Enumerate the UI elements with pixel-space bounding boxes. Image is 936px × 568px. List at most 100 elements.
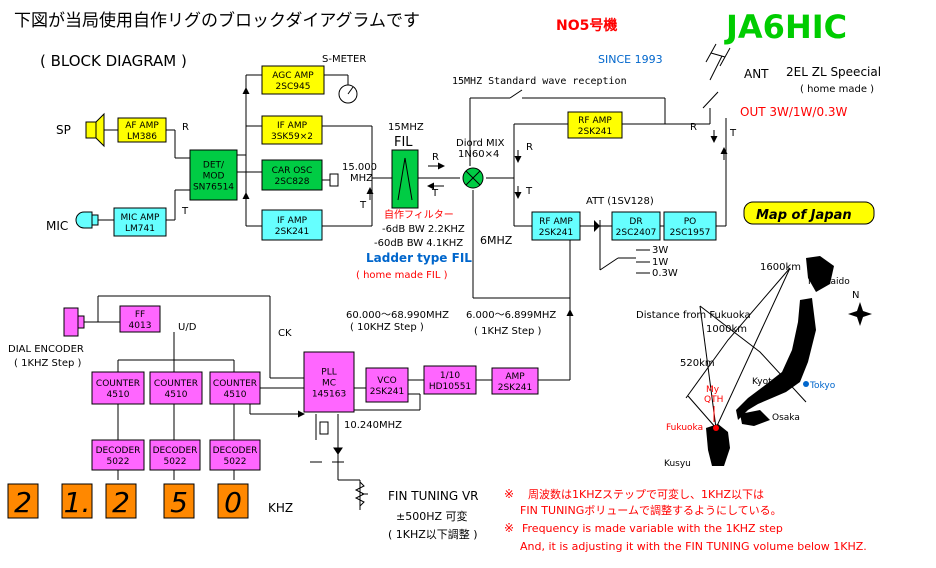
crystal-unit: MHZ xyxy=(350,173,373,184)
display-digit: 0 xyxy=(217,483,249,519)
power-03w: 0.3W xyxy=(652,268,678,279)
fin-range: ±500HZ 可変 xyxy=(396,509,468,523)
transmit-marker: T xyxy=(431,188,439,199)
counter1-line-1: COUNTER xyxy=(96,379,140,389)
ud-label: U/D xyxy=(178,322,197,333)
map-1600: 1600km xyxy=(760,262,801,273)
att-diode-icon xyxy=(594,220,601,232)
counter2-line-2: 4510 xyxy=(165,390,188,400)
decoder3-line-2: 5022 xyxy=(224,457,247,467)
amp-line-2: 2SK241 xyxy=(498,383,533,393)
rfamp1-line-1: RF AMP xyxy=(578,116,612,126)
subtitle: ( BLOCK DIAGRAM ) xyxy=(40,52,187,70)
decoder2-line-1: DECODER xyxy=(153,446,198,456)
ifamp2-line-1: IF AMP xyxy=(277,216,308,226)
decoder1-line-2: 5022 xyxy=(107,457,130,467)
speaker-label: SP xyxy=(56,123,71,137)
model-label: NO5号機 xyxy=(556,17,617,34)
display-digit-text: 0 xyxy=(224,486,242,519)
std-wave-switch xyxy=(509,89,523,99)
transmit-marker: T xyxy=(525,186,533,197)
det-line-3: SN76514 xyxy=(193,183,234,193)
po-line-1: PO xyxy=(684,217,697,227)
receive-marker: R xyxy=(690,122,697,133)
ff-line-2: 4013 xyxy=(129,321,152,331)
vco-line-1: VCO xyxy=(377,376,397,386)
map-520: 520km xyxy=(680,358,715,369)
map-hokkaido: Hokkaido xyxy=(808,277,850,287)
fin-adjust: ( 1KHZ以下調整 ) xyxy=(388,527,478,541)
fin-tuning-label: FIN TUNING VR xyxy=(388,489,479,503)
receive-marker: R xyxy=(526,142,533,153)
crystal-icon xyxy=(322,173,339,187)
counter3-line-1: COUNTER xyxy=(213,379,257,389)
map-title-badge[interactable] xyxy=(743,201,875,225)
map-kyoto: Kyoto xyxy=(752,377,778,387)
decoder3-line-1: DECODER xyxy=(213,446,258,456)
signal-arrows xyxy=(242,87,728,418)
amp-line-1: AMP xyxy=(505,372,525,382)
map-distance-title: Distance from Fukuoka xyxy=(636,310,751,321)
agc-line-1: AGC AMP xyxy=(272,71,314,81)
det-line-2: MOD xyxy=(203,172,225,182)
display-digit: 1. xyxy=(61,483,93,519)
s-meter-icon xyxy=(338,84,358,104)
dial-label: DIAL ENCODER xyxy=(8,344,84,355)
compass-north-icon xyxy=(848,302,872,326)
filter-bw2: -60dB BW 4.1KHZ xyxy=(374,238,463,249)
map-title[interactable]: Map of Japan xyxy=(756,208,852,223)
po-line-2: 2SC1957 xyxy=(670,228,711,238)
mixer-parts: 1N60×4 xyxy=(458,149,499,160)
map-myqth-2: QTH xyxy=(704,395,723,405)
counter2-line-1: COUNTER xyxy=(154,379,198,389)
ladder-filter xyxy=(391,149,419,209)
filter-bw1: -6dB BW 2.2KHZ xyxy=(382,224,465,235)
counter3-line-2: 4510 xyxy=(224,390,247,400)
div-line-2: HD10551 xyxy=(429,382,471,392)
compass-n: N xyxy=(852,290,859,301)
dr-line-1: DR xyxy=(629,217,642,227)
vco-line-2: 2SK241 xyxy=(370,387,405,397)
ladder-label: Ladder type FIL xyxy=(366,251,472,265)
note-en-2: And, it is adjusting it with the FIN TUN… xyxy=(520,540,867,553)
note-en-1: Frequency is made variable with the 1KHZ… xyxy=(522,522,783,535)
rfamp2-line-2: 2SK241 xyxy=(539,228,574,238)
note-mark-1: ※ xyxy=(504,487,514,501)
rfamp1-line-2: 2SK241 xyxy=(578,127,613,137)
display-digit-text: 1. xyxy=(64,486,91,519)
vco-step: ( 10KHZ Step ) xyxy=(350,322,424,333)
counter1-line-2: 4510 xyxy=(107,390,130,400)
receive-marker: R xyxy=(432,152,439,163)
mixer-icon xyxy=(462,167,484,189)
rfamp2-line-1: RF AMP xyxy=(539,217,573,227)
map-1000: 1000km xyxy=(706,324,747,335)
receive-marker: R xyxy=(182,122,189,133)
carosc-line-1: CAR OSC xyxy=(272,166,313,176)
s-meter-label: S-METER xyxy=(322,54,366,65)
speaker-icon xyxy=(85,112,105,148)
pll-line-3: 145163 xyxy=(312,390,346,400)
title-jp: 下図が当局使用自作リグのブロックダイアグラムです xyxy=(14,10,420,31)
mixer-label: Diord MIX xyxy=(456,138,505,149)
six-mhz-label: 6MHZ xyxy=(480,234,513,247)
micamp-line-2: LM741 xyxy=(125,224,155,234)
power-3w: 3W xyxy=(652,245,668,256)
transmit-marker: T xyxy=(359,200,367,211)
afamp-line-1: AF AMP xyxy=(125,121,159,131)
ff-line-1: FF xyxy=(135,310,145,320)
fin-tuning-vr xyxy=(354,481,368,507)
